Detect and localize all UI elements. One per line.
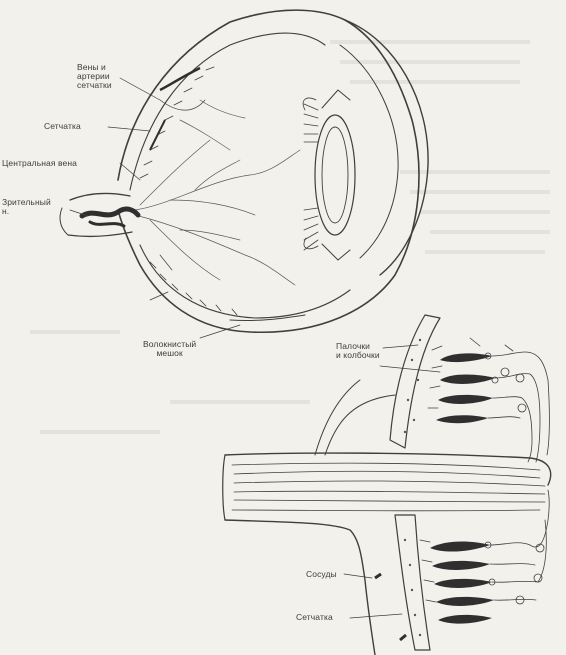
upper-leader-lines [70, 78, 240, 338]
label-choroid-vessels: Сосуды [306, 570, 337, 579]
retina-cross-section [223, 315, 551, 655]
eyeball [60, 10, 428, 332]
label-retinal-vessels: Вены и артерии сетчатки [77, 63, 112, 90]
label-rods-cones: Палочки и колбочки [336, 342, 380, 360]
label-optic-nerve: Зрительный н. [2, 198, 51, 216]
label-retina-lower: Сетчатка [296, 613, 333, 622]
label-central-vein: Центральная вена [2, 159, 77, 168]
label-retina-upper: Сетчатка [44, 122, 81, 131]
label-vitreous: Волокнистый мешок [143, 340, 196, 358]
